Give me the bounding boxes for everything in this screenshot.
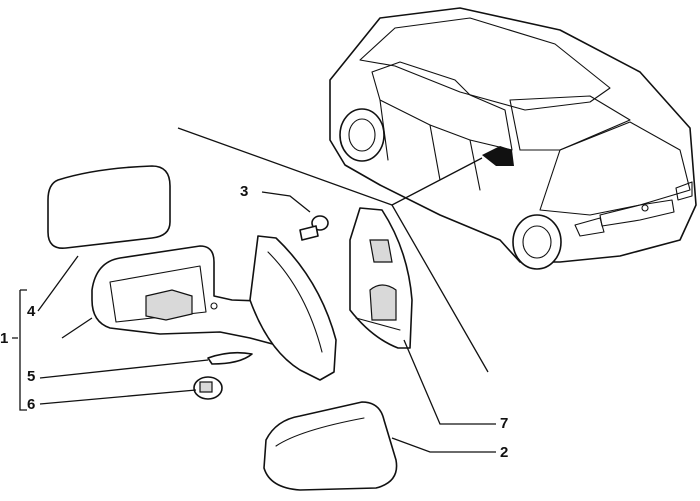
callout-4: 4 [27,303,36,320]
leader-4 [37,255,79,312]
mirror-housing [91,245,300,347]
car-rear-rim [348,118,376,152]
motor-unit [145,289,193,321]
screw [299,215,329,241]
locator-line-lower [391,204,489,373]
car-mirror-location [482,146,514,166]
outer-cover-cap [263,401,398,491]
callout-1: 1 [0,330,9,347]
callout-5: 5 [27,368,36,385]
inner-trim-cover [349,207,413,349]
mirror-base-plate [249,235,337,381]
car-body [329,7,697,263]
car-windshield [509,95,631,151]
leader-3 [261,191,311,213]
car-hood [539,121,691,216]
car-front-wheel [512,214,562,270]
seal-strip [207,351,253,365]
car-badge [641,204,649,212]
leader-7 [403,339,496,425]
car-roof [359,17,611,111]
callout-3: 3 [240,183,249,200]
leader-2 [391,437,496,453]
callout-2: 2 [500,444,509,461]
callout-7: 7 [500,415,509,432]
car-illustration [329,7,697,270]
clip [193,376,223,400]
mirror-glass [47,165,171,249]
bracket-1 [19,289,27,411]
car-rear-wheel [339,108,385,162]
car-side-windows [371,61,513,151]
car-front-rim [522,225,552,259]
callout-6: 6 [27,396,36,413]
leader-5 [39,359,209,379]
car-headlight [574,181,693,237]
leader-1 [12,317,93,339]
leader-6 [39,389,197,405]
